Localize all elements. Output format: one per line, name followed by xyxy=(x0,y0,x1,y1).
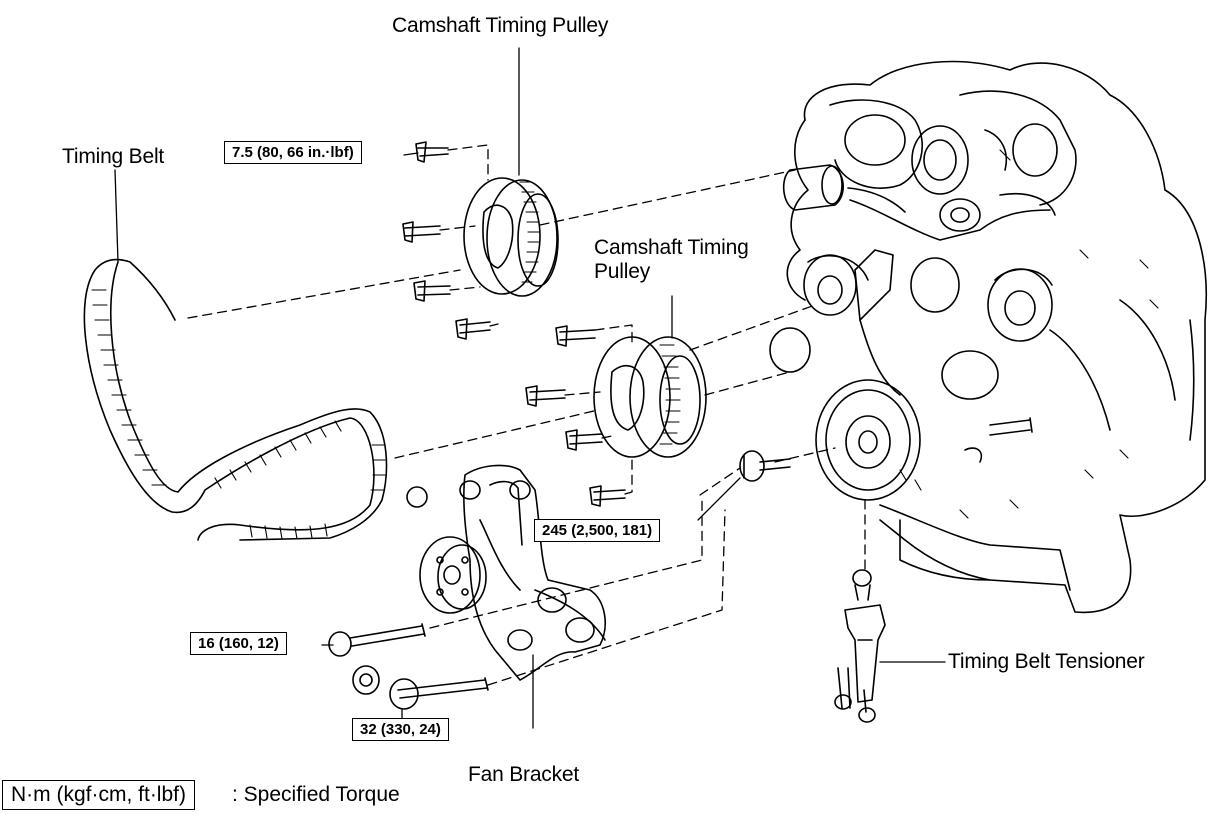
timing-belt-tensioner xyxy=(834,569,886,723)
label-timing-belt-tensioner: Timing Belt Tensioner xyxy=(948,650,1145,673)
upper-pulley-bolts xyxy=(402,141,491,340)
lower-pulley-bolts xyxy=(525,325,626,507)
timing-belt xyxy=(83,258,388,541)
lower-camshaft-pulley xyxy=(593,336,707,458)
fan-bracket-bolts xyxy=(328,486,489,710)
torque-cam-pulley-bolt: 7.5 (80, 66 in.·lbf) xyxy=(224,141,362,164)
label-camshaft-timing-pulley-mid: Camshaft Timing Pulley xyxy=(594,236,749,284)
legend-unit-box: N·m (kgf·cm, ft·lbf) xyxy=(2,780,195,810)
torque-fan-bracket-long-bolt: 16 (160, 12) xyxy=(190,632,287,655)
label-fan-bracket: Fan Bracket xyxy=(468,763,580,786)
engine-block xyxy=(769,60,1208,614)
leader-lines xyxy=(114,47,946,731)
torque-fan-bracket-bolt: 32 (330, 24) xyxy=(352,718,449,741)
upper-camshaft-pulley xyxy=(463,177,559,297)
torque-crank-pulley-bolt: 245 (2,500, 181) xyxy=(534,519,661,542)
label-timing-belt: Timing Belt xyxy=(62,145,165,168)
label-camshaft-timing-pulley-top: Camshaft Timing Pulley xyxy=(392,14,609,37)
label-camshaft-timing-pulley-line2: Pulley xyxy=(594,260,650,284)
legend-specified-torque: : Specified Torque xyxy=(232,783,400,806)
fan-bracket xyxy=(419,464,606,681)
label-camshaft-timing-pulley-line1: Camshaft Timing xyxy=(594,236,749,259)
assembly-lines xyxy=(187,144,866,686)
crank-pulley-bolt xyxy=(739,450,791,482)
